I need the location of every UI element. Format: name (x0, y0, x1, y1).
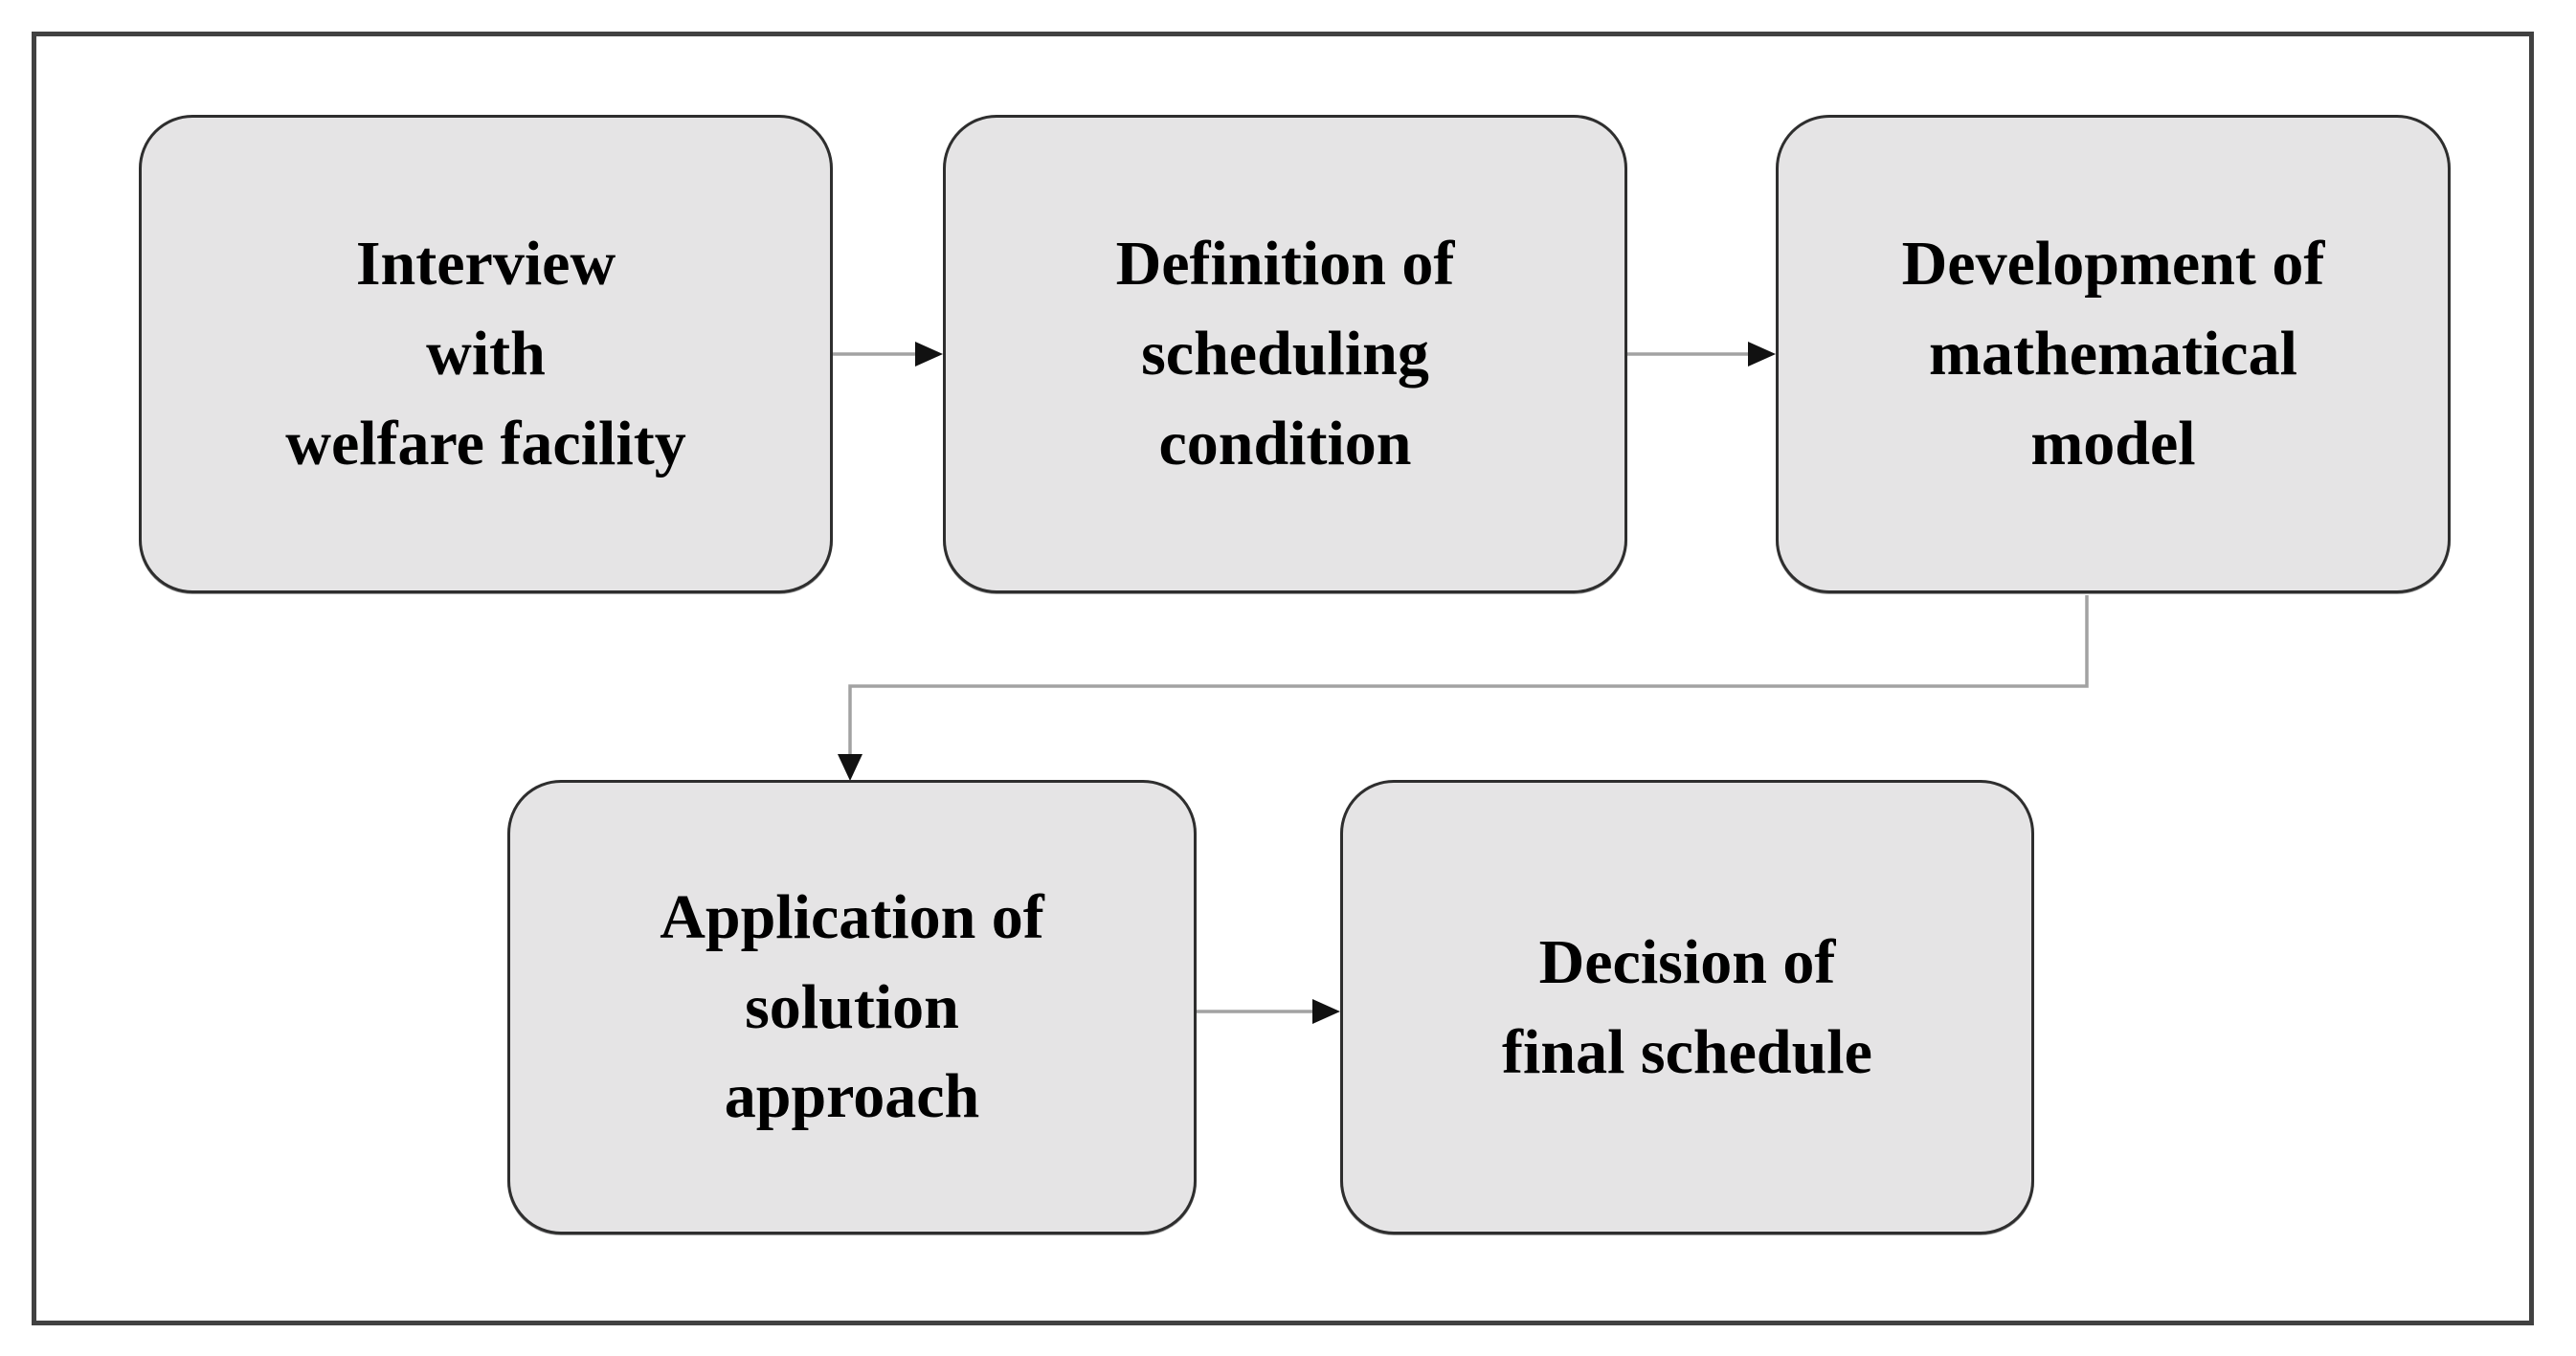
node-label: Definition of scheduling condition (1115, 229, 1455, 478)
node-development-of-mathematical-model: Development of mathematical model (1776, 115, 2451, 593)
node-decision-of-final-schedule: Decision of final schedule (1340, 780, 2034, 1234)
node-definition-of-scheduling-condition: Definition of scheduling condition (943, 115, 1627, 593)
node-interview-with-welfare-facility: Interview with welfare facility (139, 115, 833, 593)
node-label: Interview with welfare facility (285, 229, 686, 478)
node-label: Application of solution approach (660, 881, 1044, 1132)
node-label: Development of mathematical model (1901, 229, 2325, 478)
node-label: Decision of final schedule (1502, 926, 1872, 1087)
node-application-of-solution-approach: Application of solution approach (507, 780, 1197, 1234)
